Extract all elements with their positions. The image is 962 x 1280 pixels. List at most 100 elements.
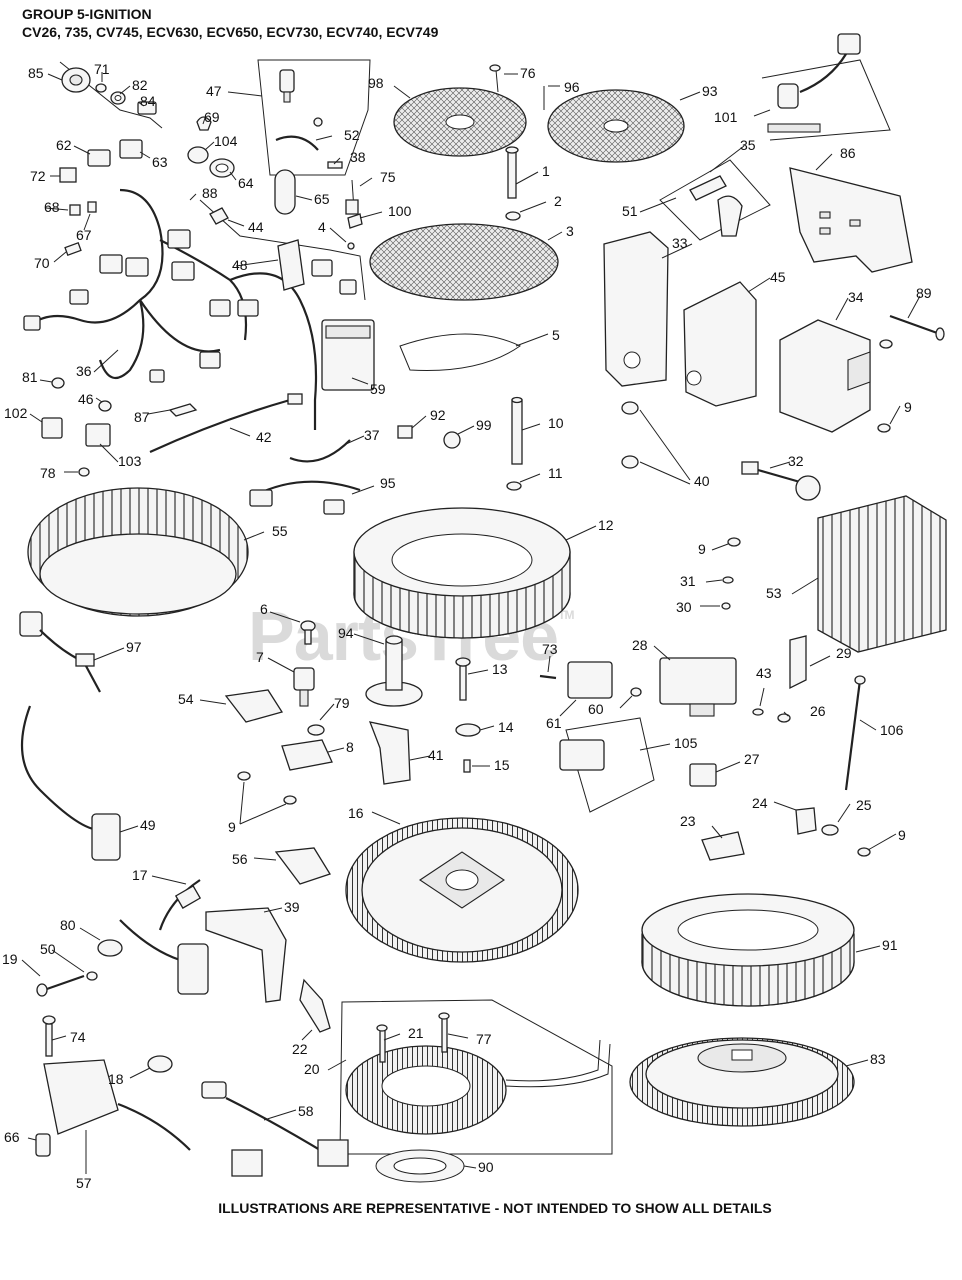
part-38-clip — [327, 161, 343, 169]
callout-9d: 9 — [898, 827, 906, 843]
callout-96: 96 — [564, 79, 580, 95]
callout-32: 32 — [788, 453, 804, 469]
callout-94: 94 — [338, 625, 354, 641]
part-25-washer — [821, 824, 839, 836]
part-48-module — [277, 239, 305, 291]
part-103-relay — [85, 423, 111, 447]
part-52-link — [275, 117, 323, 151]
callout-90: 90 — [478, 1159, 494, 1175]
part-93-screen — [547, 89, 685, 163]
part-9-screw-c — [237, 771, 297, 805]
part-94-hub — [365, 635, 423, 707]
callout-35: 35 — [740, 137, 756, 153]
callout-6: 6 — [260, 601, 268, 617]
leader-lines — [21, 72, 921, 1174]
callout-36: 36 — [76, 363, 92, 379]
callout-24: 24 — [752, 795, 768, 811]
callout-3: 3 — [566, 223, 574, 239]
part-2-washer — [505, 211, 521, 221]
part-60-screw — [630, 687, 642, 697]
part-55-cooling-fan — [27, 487, 249, 617]
callout-49: 49 — [140, 817, 156, 833]
part-82-washer — [110, 91, 126, 105]
callout-9c: 9 — [228, 819, 236, 835]
part-16-flywheel — [345, 817, 579, 963]
part-77-screw — [438, 1012, 450, 1053]
callout-80: 80 — [60, 917, 76, 933]
callout-101: 101 — [714, 109, 738, 125]
callout-88: 88 — [202, 185, 218, 201]
part-89-bolt — [889, 314, 945, 341]
part-29-bracket — [789, 635, 807, 690]
callout-105: 105 — [674, 735, 698, 751]
part-59-control-module — [321, 319, 375, 391]
callout-73: 73 — [542, 641, 558, 657]
callout-26: 26 — [810, 703, 826, 719]
callout-98: 98 — [368, 75, 384, 91]
part-42-cable — [149, 393, 303, 454]
part-50-washer — [86, 971, 98, 981]
part-102-relay — [41, 417, 63, 439]
part-69-clip — [196, 116, 212, 131]
callout-63: 63 — [152, 154, 168, 170]
part-9-screw — [877, 339, 893, 433]
part-58-spark-plug-lead — [201, 1081, 349, 1167]
part-45-bracket — [683, 281, 757, 407]
part-68-terminal — [69, 204, 81, 216]
part-56-bracket — [274, 847, 331, 885]
callout-83: 83 — [870, 1051, 886, 1067]
callout-48: 48 — [232, 257, 248, 273]
callout-54: 54 — [178, 691, 194, 707]
part-81-clip — [51, 377, 65, 389]
callout-33: 33 — [672, 235, 688, 251]
part-33-bracket — [603, 231, 669, 387]
disclaimer-footer: ILLUSTRATIONS ARE REPRESENTATIVE - NOT I… — [218, 1200, 772, 1216]
part-39-bracket — [205, 907, 287, 1003]
callout-29: 29 — [836, 645, 852, 661]
part-95-harness — [249, 480, 361, 515]
part-104-clamp — [187, 146, 209, 164]
part-8-bracket — [281, 739, 333, 771]
part-73-screw — [539, 674, 557, 680]
part-23-clamp — [701, 831, 745, 861]
part-53-regulator — [817, 495, 947, 653]
model-list: CV26, 735, CV745, ECV630, ECV650, ECV730… — [22, 24, 439, 40]
part-83-ring-gear — [629, 1037, 855, 1127]
part-80-clamp — [97, 939, 123, 957]
callout-95: 95 — [380, 475, 396, 491]
part-61-rectifier — [567, 661, 613, 699]
part-34-control-unit — [779, 319, 871, 433]
callout-18: 18 — [108, 1071, 124, 1087]
part-19-bolt — [36, 974, 85, 997]
callout-89: 89 — [916, 285, 932, 301]
part-54-bracket — [224, 689, 284, 723]
callout-9b: 9 — [698, 541, 706, 557]
part-module-coil — [119, 919, 209, 995]
part-78-screw — [78, 467, 90, 477]
page-title: GROUP 5-IGNITION — [22, 6, 152, 22]
callout-23: 23 — [680, 813, 696, 829]
callout-93: 93 — [702, 83, 718, 99]
callout-53: 53 — [766, 585, 782, 601]
part-70-fuse — [64, 242, 82, 256]
part-49-ignition-coil — [20, 705, 121, 861]
callout-59: 59 — [370, 381, 386, 397]
part-87-bracket — [168, 403, 198, 417]
part-27-connector — [689, 763, 717, 787]
part-91-fan — [641, 893, 855, 1007]
callout-14: 14 — [498, 719, 514, 735]
callout-11: 11 — [548, 465, 563, 481]
part-74-bolt — [42, 1015, 56, 1057]
callout-87: 87 — [134, 409, 150, 425]
callout-74: 74 — [70, 1029, 86, 1045]
part-14-washer — [455, 723, 481, 737]
callout-55: 55 — [272, 523, 288, 539]
callout-45: 45 — [770, 269, 786, 285]
part-20-stator-group — [339, 999, 613, 1155]
part-37-wire — [289, 439, 351, 463]
callout-78: 78 — [40, 465, 56, 481]
part-75-bracket — [345, 179, 359, 215]
callout-46: 46 — [78, 391, 94, 407]
callout-8: 8 — [346, 739, 354, 755]
callout-100: 100 — [388, 203, 412, 219]
